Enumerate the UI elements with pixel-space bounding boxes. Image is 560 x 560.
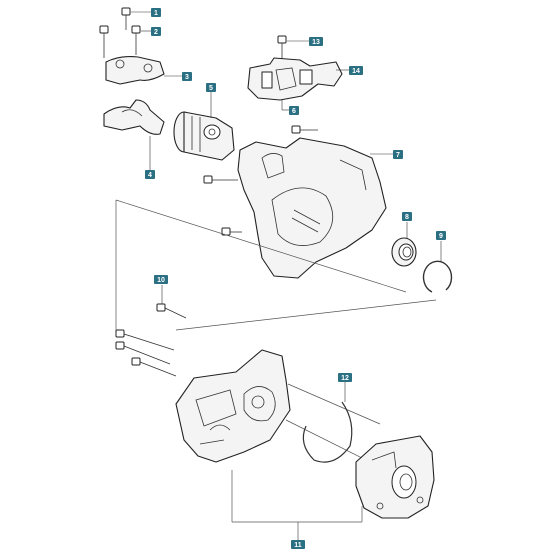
callout-7: 7: [393, 150, 403, 159]
bearing-cap-part-4: [103, 99, 165, 170]
callout-11: 11: [291, 540, 305, 549]
callout-14: 14: [349, 66, 363, 75]
bearing-cap-part-3: [105, 56, 182, 85]
screw-part-2: [99, 25, 151, 58]
circlip-part-9: [422, 241, 453, 293]
callout-3: 3: [182, 72, 192, 81]
callout-12-label: 12: [341, 375, 349, 382]
crankcase-assembly-part-11-right: [355, 435, 435, 519]
callout-5: 5: [206, 83, 216, 92]
callout-4-label: 4: [148, 172, 152, 179]
callout-6: 6: [289, 106, 299, 115]
callout-9: 9: [436, 231, 446, 240]
bracket-part-14: [247, 57, 349, 101]
crankcase-assembly-part-11-left: [175, 349, 291, 463]
screw-part-1: [121, 7, 151, 30]
callout-5-label: 5: [209, 85, 213, 92]
crankcase-half-part-7: [237, 125, 393, 279]
screw-left-lower: [221, 227, 242, 236]
callout-13-label: 13: [312, 39, 320, 46]
callout-14-label: 14: [352, 68, 360, 75]
bolt-long-2: [115, 341, 171, 365]
callout-1: 1: [151, 8, 161, 17]
assembly-guide-lines: [115, 199, 437, 540]
screw-left-upper: [203, 175, 238, 184]
callout-11-label: 11: [294, 542, 302, 549]
bolt-long-3: [131, 357, 177, 377]
callout-10-label: 10: [157, 277, 165, 284]
callout-2: 2: [151, 27, 161, 36]
gasket-part-12: [302, 382, 353, 463]
callout-13: 13: [309, 37, 323, 46]
callout-2-label: 2: [154, 29, 158, 36]
part-6-indicator: [281, 100, 289, 111]
callout-8-label: 8: [405, 214, 409, 221]
callout-7-label: 7: [396, 152, 400, 159]
callout-4: 4: [145, 170, 155, 179]
callout-8: 8: [402, 212, 412, 221]
callout-6-label: 6: [292, 108, 296, 115]
cylinder-part-5: [173, 92, 235, 161]
screw-part-13: [277, 35, 309, 60]
bolt-part-10: [156, 285, 187, 319]
callout-12: 12: [338, 373, 352, 382]
bearing-part-8: [391, 222, 417, 267]
bolt-long-1: [115, 329, 175, 351]
callout-10: 10: [154, 275, 168, 284]
callout-3-label: 3: [185, 74, 189, 81]
callout-9-label: 9: [439, 233, 443, 240]
callout-1-label: 1: [154, 10, 158, 17]
